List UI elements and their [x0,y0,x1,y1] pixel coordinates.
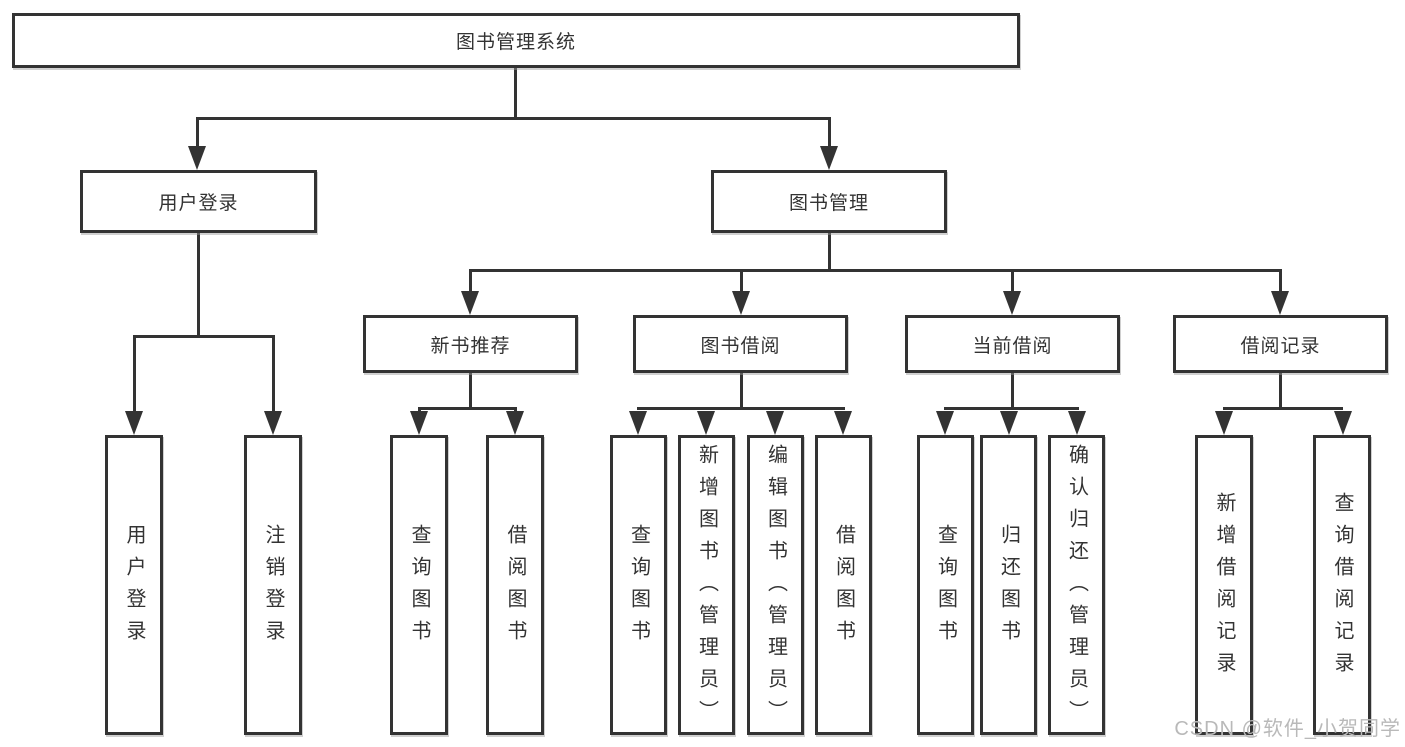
arrow-down-icon [697,411,715,435]
arrow-down-icon [834,411,852,435]
leaf-confirm-return-admin: 确认归还（管理员） [1048,435,1105,735]
connector-line [469,269,1282,272]
arrow-down-icon [188,146,206,170]
leaf-borrow-books: 借阅图书 [815,435,872,735]
leaf-return-books: 归还图书 [980,435,1037,735]
node-book-borrow: 图书借阅 [633,315,848,373]
node-label: 确认归还（管理员） [1065,444,1088,732]
node-label: 新增图书（管理员） [695,444,718,732]
connector-line [740,269,743,295]
node-label: 图书管理 [788,193,869,214]
connector-line [197,232,200,338]
node-new-book-recommend: 新书推荐 [363,315,578,373]
arrow-down-icon [936,411,954,435]
arrow-down-icon [732,291,750,315]
connector-line [637,407,845,410]
node-label: 查询借阅记录 [1331,492,1353,684]
leaf-add-books-admin: 新增图书（管理员） [678,435,735,735]
leaf-logout: 注销登录 [244,435,302,735]
node-label: 新增借阅记录 [1213,492,1235,684]
node-borrow-records: 借阅记录 [1173,315,1388,373]
leaf-query-books-recommend: 查询图书 [390,435,448,735]
node-label: 用户登录 [158,193,239,214]
leaf-query-borrow-record: 查询借阅记录 [1313,435,1371,735]
connector-line [828,232,831,272]
connector-line [469,269,472,295]
node-label: 当前借阅 [972,335,1053,357]
connector-line [133,335,136,415]
connector-line [196,117,199,150]
arrow-down-icon [766,411,784,435]
arrow-down-icon [264,411,282,435]
node-label: 注销登录 [262,524,284,652]
connector-line [1279,269,1282,295]
node-label: 借阅图书 [832,524,855,652]
connector-line [418,407,517,410]
arrow-down-icon [410,411,428,435]
arrow-down-icon [820,146,838,170]
leaf-add-borrow-record: 新增借阅记录 [1195,435,1253,735]
node-current-borrow: 当前借阅 [905,315,1120,373]
arrow-down-icon [1000,411,1018,435]
arrow-down-icon [461,291,479,315]
node-label: 借阅记录 [1240,335,1321,357]
node-book-management: 图书管理 [711,170,947,233]
leaf-query-books-current: 查询图书 [917,435,974,735]
connector-line [828,117,831,150]
connector-line [740,373,743,410]
node-label: 图书管理系统 [455,32,576,53]
node-user-login: 用户登录 [80,170,317,233]
node-label: 图书借阅 [700,335,781,357]
connector-line [1279,373,1282,410]
connector-line [272,335,275,415]
arrow-down-icon [1003,291,1021,315]
arrow-down-icon [1271,291,1289,315]
csdn-watermark: CSDN @软件_小贺同学 [1174,718,1401,740]
connector-line [944,407,1079,410]
arrow-down-icon [1334,411,1352,435]
connector-line [514,68,517,120]
node-label: 归还图书 [997,524,1020,652]
arrow-down-icon [125,411,143,435]
node-root-system: 图书管理系统 [12,13,1020,68]
arrow-down-icon [506,411,524,435]
connector-line [469,373,472,410]
connector-line [1011,373,1014,410]
leaf-edit-books-admin: 编辑图书（管理员） [747,435,804,735]
node-label: 查询图书 [408,524,430,652]
arrow-down-icon [629,411,647,435]
node-label: 借阅图书 [504,524,526,652]
connector-line [133,335,275,338]
leaf-query-books-borrow: 查询图书 [610,435,667,735]
connector-line [1223,407,1343,410]
arrow-down-icon [1068,411,1086,435]
arrow-down-icon [1215,411,1233,435]
node-label: 新书推荐 [430,335,511,357]
connector-line [1011,269,1014,295]
connector-line [196,117,831,120]
node-label: 用户登录 [123,524,145,652]
node-label: 查询图书 [627,524,650,652]
leaf-user-login: 用户登录 [105,435,163,735]
node-label: 编辑图书（管理员） [764,444,787,732]
leaf-borrow-books-recommend: 借阅图书 [486,435,544,735]
node-label: 查询图书 [934,524,957,652]
